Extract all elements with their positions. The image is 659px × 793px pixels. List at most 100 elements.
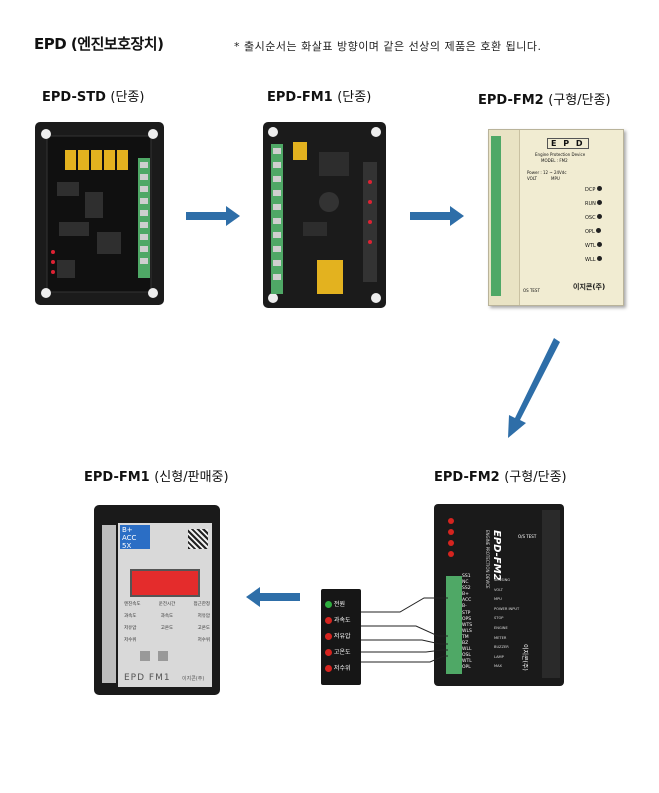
- menu-item: 고온도: [160, 626, 174, 631]
- subtitle-label: ENGINE PROTECTION DEVICE: [485, 530, 490, 589]
- terminal-label: B+: [462, 592, 469, 598]
- caption-status: (구형/단종): [504, 470, 567, 485]
- led-icon: [597, 256, 603, 261]
- terminal-label: WLS: [462, 628, 472, 634]
- arrow-right-icon: [186, 206, 240, 226]
- epd-fm1-new-module: B+ ACC 5X 엔진속도 운전시간 접근한정 과속도 과속도 저유압 저유압…: [94, 505, 220, 695]
- menu-item: 접근한정: [193, 602, 210, 607]
- led-label: DCP: [585, 187, 596, 193]
- terminal-label: ACC: [462, 598, 472, 604]
- terminal-label: B-: [462, 604, 467, 610]
- epd-fm2-old-module: E P D Engine Protection Device MODEL : F…: [488, 129, 624, 306]
- lamp-list: 전원 과속도 저유압 고온도 저수위: [325, 597, 359, 677]
- led-label: OSC: [585, 215, 596, 221]
- lamp-label: 과속도: [333, 617, 351, 624]
- led-row: OPL: [585, 228, 602, 242]
- menu-grid: 엔진속도 운전시간 접근한정 과속도 과속도 저유압 저유압 고온도 고온도 저…: [124, 601, 210, 643]
- subtitle-label: Engine Protection Device: [535, 152, 586, 157]
- side-label: MPU: [494, 597, 502, 602]
- mpu-label: MPU: [551, 176, 560, 181]
- led-label: WTL: [585, 243, 596, 249]
- caption-status: (단종): [337, 90, 372, 105]
- brand-label: EPD FM1: [124, 673, 171, 683]
- terminal-label-column: SS1 NC SS2 B+ ACC B- STP OPS WTS WLS TM …: [462, 574, 492, 672]
- led-label: RUN: [585, 201, 596, 207]
- menu-row: 엔진속도 운전시간 접근한정: [124, 601, 210, 607]
- green-terminal-block: [446, 576, 462, 674]
- led-row: OSC: [585, 214, 603, 228]
- caption-model: EPD-FM2: [478, 93, 544, 108]
- caption-epd-std: EPD-STD (단종): [42, 86, 144, 105]
- maker-label: 이지콘(주): [182, 676, 205, 682]
- led-row: WTL: [585, 242, 603, 256]
- lamp-label: 저유압: [333, 633, 351, 640]
- up-button-icon: [140, 651, 150, 661]
- menu-item: 운전시간: [158, 602, 176, 607]
- led-label: OPL: [585, 229, 595, 235]
- maker-label: 이지콘(주): [573, 283, 606, 291]
- lamp-red-icon: [325, 633, 332, 640]
- caption-status: (단종): [110, 90, 145, 105]
- led-icon: [448, 529, 454, 535]
- terminal-label: BZ: [462, 641, 469, 647]
- terminal-label: ACC: [122, 534, 137, 542]
- lamp-red-icon: [325, 649, 332, 656]
- side-label-column: SENSING VOLT MPU POWER INPUT STOP ENGINE…: [494, 576, 534, 672]
- arrow-down-left-icon: [508, 338, 560, 438]
- power-label: Power : 12 ~ 24Vdc: [527, 170, 567, 175]
- caption-epd-fm2-new: EPD-FM2 (구형/단종): [434, 466, 567, 485]
- led-row: DCP: [585, 186, 602, 200]
- wiring-lines: [360, 597, 448, 663]
- side-rail: [542, 510, 560, 678]
- led-icon: [597, 242, 603, 247]
- menu-item: 고온도: [197, 626, 210, 631]
- epd-fm2-new-module: SS1 NC SS2 B+ ACC B- STP OPS WTS WLS TM …: [434, 504, 564, 686]
- menu-item: 저유압: [124, 626, 137, 631]
- down-button-icon: [158, 651, 168, 661]
- status-led-column: DCP RUN OSC OPL WTL WLL: [585, 186, 603, 270]
- terminal-sticker: B+ ACC 5X: [120, 525, 150, 550]
- caption-model: EPD-FM1: [84, 470, 150, 485]
- side-label: STOP: [494, 616, 504, 621]
- lamp-row: 고온도: [325, 645, 359, 661]
- terminal-block: [102, 525, 116, 683]
- terminal-label: WTS: [462, 622, 473, 628]
- menu-item: 엔진속도: [124, 602, 141, 607]
- menu-row: 과속도 과속도 저유압: [124, 613, 210, 619]
- caption-epd-fm2-old: EPD-FM2 (구형/단종): [478, 89, 611, 108]
- green-terminal-block: [491, 136, 501, 296]
- lamp-red-icon: [325, 617, 332, 624]
- terminal-label: SS2: [462, 586, 471, 592]
- os-test-label: O/S TEST: [518, 534, 537, 539]
- terminal-label: WTL: [462, 659, 472, 665]
- terminal-label: B+: [122, 526, 133, 534]
- lamp-label: 저수위: [333, 665, 351, 672]
- led-icon: [596, 228, 602, 233]
- brand-label: E P D: [547, 138, 589, 149]
- os-test-label: OS TEST: [523, 288, 540, 293]
- menu-row: 저수위 저수위: [124, 637, 210, 643]
- caption-epd-fm1-new: EPD-FM1 (신형/판매중): [84, 466, 229, 485]
- brand-label: EPD-FM2: [491, 530, 502, 581]
- side-label: VOLT: [494, 587, 503, 592]
- volt-label: VOLT: [527, 176, 537, 181]
- terminal-label: SS1: [462, 574, 471, 579]
- model-line: MODEL : FM2: [541, 158, 568, 163]
- terminal-label: 5X: [122, 542, 132, 550]
- terminal-label: OPL: [462, 665, 471, 671]
- caption-model: EPD-FM2: [434, 470, 500, 485]
- side-label: SENSING: [494, 578, 511, 582]
- terminal-label: STP: [462, 610, 471, 616]
- lamp-label: 고온도: [333, 649, 351, 656]
- side-label: LAMP: [494, 654, 504, 659]
- page-title: EPD (엔진보호장치): [34, 35, 164, 53]
- terminal-label: WLL: [462, 647, 472, 653]
- terminal-label: OSL: [462, 653, 471, 659]
- menu-item: 저수위: [124, 638, 137, 643]
- led-label: WLL: [585, 257, 596, 263]
- side-label: MAX: [494, 664, 503, 669]
- side-label: POWER INPUT: [494, 606, 520, 611]
- terminal-label: NC: [462, 580, 469, 586]
- qr-code-icon: [188, 529, 208, 549]
- epd-std-board: [35, 122, 164, 305]
